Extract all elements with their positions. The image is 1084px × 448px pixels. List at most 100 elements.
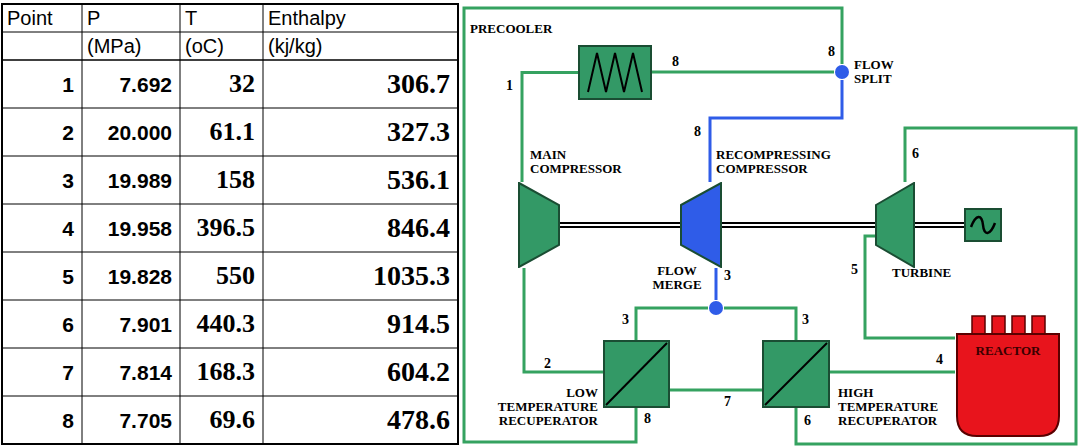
- node-outline: [680, 182, 722, 268]
- compressor-outline: [519, 183, 559, 267]
- table-cell: 1: [62, 74, 74, 95]
- merge-junction: FLOW MERGE: [708, 300, 724, 316]
- state-number: 3: [724, 268, 731, 283]
- cooler-coil: [588, 53, 642, 92]
- table-cell: 6: [62, 314, 74, 335]
- flow-path: [724, 308, 796, 340]
- node-outline: [834, 64, 850, 80]
- shaft-inner: [560, 224, 680, 226]
- table-cell: P: [87, 8, 100, 28]
- table-cell: 550: [216, 263, 255, 289]
- table-cell: 327.3: [387, 118, 450, 146]
- shaft-line: [560, 225, 680, 226]
- table-grid: [2, 4, 458, 444]
- table-cell: T: [185, 8, 197, 28]
- node-label: RECOMPRESSING COMPRESSOR: [716, 148, 856, 176]
- exchanger-outline: [604, 341, 669, 407]
- table-cell: 32: [229, 71, 255, 97]
- exchanger-outline: [763, 341, 829, 407]
- generator: [915, 209, 1001, 241]
- exchanger-divider: [606, 343, 667, 405]
- table-cell: 19.828: [108, 266, 172, 287]
- node-label: PRECOOLER: [470, 22, 580, 36]
- table-cell: Enthalpy: [268, 8, 346, 28]
- state-number: 8: [644, 411, 651, 426]
- table-cell: 69.6: [210, 407, 256, 433]
- reactor-rods: [972, 316, 1045, 334]
- turbine: TURBINE: [875, 182, 915, 268]
- table-cell: Point: [7, 8, 53, 28]
- table-cell: (oC): [185, 36, 224, 56]
- shaft-outer: [722, 222, 875, 228]
- table-cell: 478.6: [387, 406, 450, 434]
- node-outline: [518, 182, 560, 268]
- table-cell: 5: [62, 266, 74, 287]
- flow-line: [670, 390, 762, 391]
- table-cell: 4: [62, 218, 74, 239]
- flow-path: [830, 371, 955, 374]
- table-cell: (kj/kg): [268, 36, 322, 56]
- table-cell: 19.989: [108, 170, 172, 191]
- node-label: REACTOR: [955, 344, 1061, 358]
- state-number: 5: [851, 262, 858, 277]
- table-cell: 914.5: [387, 310, 450, 338]
- machine-outline: [681, 183, 721, 267]
- table-cell: 3: [62, 170, 74, 191]
- compressor: MAIN COMPRESSOR: [518, 182, 560, 268]
- flow-line: [652, 72, 834, 73]
- recuperator: HIGH TEMPERATURE RECUPERATOR: [762, 340, 830, 408]
- table-cell: 2: [62, 122, 74, 143]
- table-cell: 396.5: [197, 215, 256, 241]
- shaft-outer: [560, 222, 680, 228]
- table-cell: 536.1: [387, 166, 450, 194]
- table-cell: 1035.3: [373, 262, 450, 290]
- table-cell: 158: [216, 167, 255, 193]
- table-cell: 7.692: [119, 74, 172, 95]
- node-outline: [578, 45, 652, 100]
- state-number: 8: [672, 54, 679, 69]
- table-cell: 7: [62, 362, 74, 383]
- table-cell: 19.958: [108, 218, 172, 239]
- junction-dot: [709, 301, 723, 315]
- node-label: HIGH TEMPERATURE RECUPERATOR: [838, 386, 950, 428]
- state-number: 2: [544, 356, 551, 371]
- flow-path: [796, 128, 1076, 444]
- flow-path: [670, 389, 762, 392]
- node-label: FLOW MERGE: [646, 264, 708, 292]
- table-cell: 604.2: [387, 358, 450, 386]
- recuperator: LOW TEMPERATURE RECUPERATOR: [603, 340, 670, 408]
- table-cell: 20.000: [108, 122, 172, 143]
- flow-path: [524, 268, 603, 372]
- node-outline: [875, 182, 915, 268]
- compressor: RECOMPRESSING COMPRESSOR: [680, 182, 722, 268]
- junction-dot: [835, 65, 849, 79]
- flow-line: [796, 128, 1076, 444]
- state-number: 3: [622, 312, 629, 327]
- flow-line: [830, 372, 955, 373]
- table-cell: 7.901: [119, 314, 172, 335]
- table-cell: 8: [62, 410, 74, 431]
- table-cell: 7.814: [119, 362, 172, 383]
- split-junction: FLOW SPLIT: [834, 64, 850, 80]
- state-number: 3: [802, 312, 809, 327]
- node-outline: [708, 300, 724, 316]
- table-cell: 168.3: [197, 359, 256, 385]
- node-label: FLOW SPLIT: [854, 58, 906, 86]
- flow-line: [716, 268, 717, 300]
- flow-path: [636, 308, 708, 340]
- shaft-line: [722, 225, 875, 226]
- machine-outline: [876, 183, 914, 267]
- flow-line: [524, 268, 603, 372]
- node-label: LOW TEMPERATURE RECUPERATOR: [486, 386, 598, 428]
- state-number: 8: [828, 44, 835, 59]
- state-number: 4: [936, 352, 943, 367]
- state-number: 6: [804, 413, 811, 428]
- node-outline: [603, 340, 670, 408]
- state-number: 8: [694, 124, 701, 139]
- table-cell: 61.1: [210, 119, 256, 145]
- flow-path: [715, 268, 718, 300]
- node-label: MAIN COMPRESSOR: [530, 148, 640, 176]
- table-cell: 7.705: [119, 410, 172, 431]
- reactor-vessel: REACTOR: [955, 332, 1061, 438]
- node-outline: [762, 340, 830, 408]
